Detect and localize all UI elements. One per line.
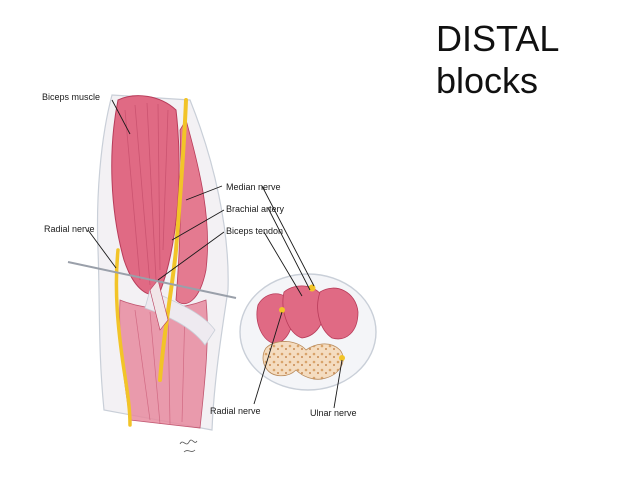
cross-section-nerve-radial bbox=[279, 307, 285, 313]
cross-section-nerve-median bbox=[308, 284, 316, 292]
cross-section-bone bbox=[262, 341, 344, 380]
leader-ulnar-nerve bbox=[333, 359, 343, 409]
cross-section-muscle-center bbox=[282, 285, 326, 339]
leader-biceps-tendon bbox=[157, 231, 303, 297]
label-biceps-tendon: Biceps tendon bbox=[226, 226, 283, 236]
leader-biceps-muscle bbox=[111, 99, 131, 135]
label-median-nerve: Median nerve bbox=[226, 182, 281, 192]
artist-signature-mark bbox=[179, 439, 198, 453]
label-radial-nerve-bottom: Radial nerve bbox=[210, 406, 261, 416]
section-plane-line bbox=[67, 261, 237, 299]
median-nerve bbox=[158, 98, 188, 382]
leader-median-nerve bbox=[185, 185, 315, 287]
label-ulnar-nerve: Ulnar nerve bbox=[310, 408, 357, 418]
label-brachial-artery: Brachial artery bbox=[226, 204, 285, 214]
biceps-striations bbox=[124, 102, 169, 286]
label-radial-nerve-left: Radial nerve bbox=[44, 224, 95, 234]
radial-nerve-left bbox=[114, 248, 132, 427]
forearm-striations bbox=[134, 307, 186, 425]
label-biceps-muscle: Biceps muscle bbox=[42, 92, 100, 102]
slide-title: DISTAL blocks bbox=[436, 18, 626, 102]
biceps-tendon bbox=[149, 279, 169, 331]
cross-section bbox=[239, 273, 377, 391]
leader-brachial-artery bbox=[171, 207, 311, 291]
title-line-2: blocks bbox=[436, 60, 539, 101]
cross-section-muscle-right bbox=[317, 287, 359, 340]
title-line-1: DISTAL bbox=[436, 18, 560, 59]
leader-radial-nerve-bottom bbox=[253, 311, 283, 405]
leader-radial-nerve-left bbox=[87, 229, 117, 269]
cross-section-nerve-ulnar bbox=[339, 355, 345, 361]
